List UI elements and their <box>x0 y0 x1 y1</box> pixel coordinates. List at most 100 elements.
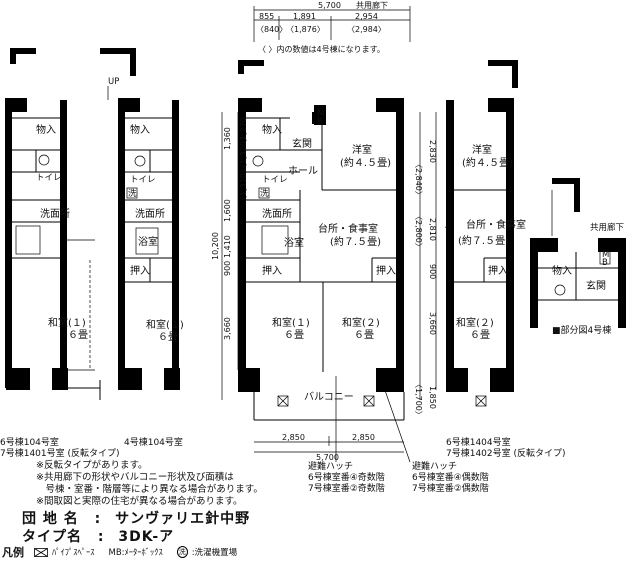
estate-colon: : <box>94 511 102 527</box>
b-wash-mark: 洗 <box>128 188 137 199</box>
no4-note: 〈 〉内の数値は4号棟になります。 <box>258 44 385 54</box>
dim-3660-right: 3,660 <box>428 312 437 335</box>
estate-value: サンヴァリエ針中野 <box>115 511 251 527</box>
unit-d-plan <box>446 60 518 407</box>
a-washroom-label: 洗面所 <box>40 208 70 220</box>
dim-900-left: 900 <box>223 261 232 276</box>
c-washitsu1-label: 和室(１) <box>272 316 310 329</box>
c-six-tatami-1: ６畳 <box>284 329 304 341</box>
c-closet-label: 押入 <box>262 264 282 277</box>
d-western-size: (約４.５畳) <box>462 156 513 169</box>
b-closet-label: 押入 <box>130 264 150 277</box>
dim-bottom-2850b: 2,850 <box>352 433 375 442</box>
type-row: タイプ名 : 3DK-ア <box>22 526 174 546</box>
dim-bottom-2850a: 2,850 <box>282 433 305 442</box>
dim-840: 〈840〉 <box>256 25 287 34</box>
notes-block: ※反転タイプがあります。 ※共用廊下の形状やバルコニー形状及び面積は 号棟・室番… <box>36 460 263 508</box>
dim-1270: 1,270 <box>239 117 248 140</box>
d-kitchen-label: 台所・食事室 <box>466 218 526 231</box>
up-label: UP <box>108 77 119 87</box>
d-western-label: 洋室 <box>472 143 492 156</box>
caption-unit-1404: 6号棟1404号室 7号棟1402号室 (反転タイプ) <box>446 438 566 459</box>
dim-1850: 1,850 <box>428 386 437 409</box>
unit-a-plan <box>5 48 101 400</box>
note-3: 号棟・室番・階層等により異なる場合があります。 <box>36 484 263 495</box>
legend-pipe-space: ﾊﾟｲﾌﾟｽﾍﾟｰｽ <box>52 548 95 558</box>
type-label: タイプ名 <box>22 529 82 545</box>
c-washitsu2-label: 和室(２) <box>342 316 380 329</box>
c-western-label: 洋室 <box>352 143 372 156</box>
top-dimensions: 5,700 共用廊下 855 1,891 2,954 〈840〉 〈1,876〉… <box>253 0 411 54</box>
c-kitchen-size: (約７.５畳) <box>330 235 381 248</box>
c-balcony-label: バルコニー <box>304 391 354 403</box>
dim-2954: 2,954 <box>355 12 378 21</box>
c-hall-label: ホール <box>288 165 318 177</box>
b-bath-label: 浴室 <box>138 235 158 248</box>
c-bath-label: 浴室 <box>284 236 304 249</box>
partial-mb-label: M <box>602 250 609 260</box>
c-kitchen-label: 台所・食事室 <box>318 222 378 235</box>
c-toilet-label: トイレ <box>262 175 288 185</box>
a-washitsu-label: 和室(１) <box>48 316 86 329</box>
type-value: 3DK-ア <box>118 529 175 545</box>
dim-1320: 〈1,320〉 <box>239 133 248 172</box>
dim-1310: 〈1,310〉 <box>239 165 248 204</box>
d-washitsu-label: 和室(２) <box>456 316 494 329</box>
dim-3660-left: 3,660 <box>223 317 232 340</box>
b-six-tatami: ６畳 <box>158 331 178 343</box>
a-toilet-label: トイレ <box>36 173 62 183</box>
note-4: ※間取図と実際の住宅が異なる場合があります。 <box>36 496 243 507</box>
c-western-size: (約４.５畳) <box>340 156 391 169</box>
caption-unit-104: 6号棟104号室 7号棟1401号室 (反転タイプ) <box>0 438 120 459</box>
hatch-left-caption: 避難ハッチ 6号棟室番④奇数階 7号棟室番②奇数階 <box>308 462 385 494</box>
b-storage-label: 物入 <box>130 123 150 136</box>
dim-2984: 〈2,984〉 <box>347 25 386 34</box>
c-closet2-label: 押入 <box>376 264 396 277</box>
note-2: ※共用廊下の形状やバルコニー形状及び面積は <box>36 472 234 483</box>
note-1: ※反転タイプがあります。 <box>36 460 148 471</box>
estate-row: 団 地 名 : サンヴァリエ針中野 <box>22 508 250 528</box>
b-washitsu-label: 和室(１) <box>146 318 184 331</box>
dim-2810: 2,810 <box>428 218 437 241</box>
unit-b-plan <box>100 48 180 390</box>
a-six-tatami: ６畳 <box>68 329 88 341</box>
c-storage-label: 物入 <box>262 123 282 136</box>
partial-mb-label-b: B <box>602 258 608 268</box>
legend-row: ﾊﾟｲﾌﾟｽﾍﾟｰｽ MB:ﾒｰﾀｰﾎﾞｯｸｽ 洗 :洗濯機置場 <box>34 546 237 558</box>
partial-corridor-label: 共用廊下 <box>590 222 625 233</box>
unit-c-plan <box>221 60 437 463</box>
estate-label: 団 地 名 <box>22 511 79 527</box>
b-toilet-label: トイレ <box>130 175 156 185</box>
dim-bottom-5700: 5,700 <box>316 453 339 462</box>
caption-unit-4-104: 4号棟104号室 <box>124 438 183 448</box>
pipe-space-icon <box>34 547 48 557</box>
c-six-tatami-2: ６畳 <box>354 329 374 341</box>
c-entrance-label: 玄関 <box>292 137 312 150</box>
dim-1410: 1,410 <box>223 235 232 258</box>
legend-meter-box: MB:ﾒｰﾀｰﾎﾞｯｸｽ <box>108 548 163 558</box>
hatch-right-caption: 避難ハッチ 6号棟室番④偶数階 7号棟室番②偶数階 <box>412 462 489 494</box>
d-six-tatami: ６畳 <box>470 329 490 341</box>
partial-legend: ■部分図4号棟 <box>552 326 612 336</box>
partial-entrance-label: 玄関 <box>586 279 606 292</box>
partial-plan <box>530 178 626 328</box>
dim-2800: 〈2,800〉 <box>414 212 423 251</box>
dim-1360: 1,360 <box>223 127 232 150</box>
c-mb-label: M <box>317 109 324 119</box>
a-storage-label: 物入 <box>36 123 56 136</box>
legend-title: 凡例 <box>2 546 24 559</box>
washer-mark-icon: 洗 <box>176 546 188 558</box>
c-mb-label-b: B <box>317 117 323 127</box>
dim-2830: 2,830 <box>428 140 437 163</box>
dim-1600: 1,600 <box>223 199 232 222</box>
d-kitchen-size: (約７.５畳) <box>458 234 509 247</box>
dim-2840: 〈2,840〉 <box>414 160 423 199</box>
b-washroom-label: 洗面所 <box>135 208 165 220</box>
dim-top-total: 5,700 <box>318 1 341 10</box>
corridor-label: 共用廊下 <box>356 0 388 10</box>
dim-900-right: 900 <box>428 264 437 279</box>
c-washroom-label: 洗面所 <box>262 208 292 220</box>
dim-10200-left: 10,200 <box>211 232 220 260</box>
dim-1891: 1,891 <box>293 12 316 21</box>
